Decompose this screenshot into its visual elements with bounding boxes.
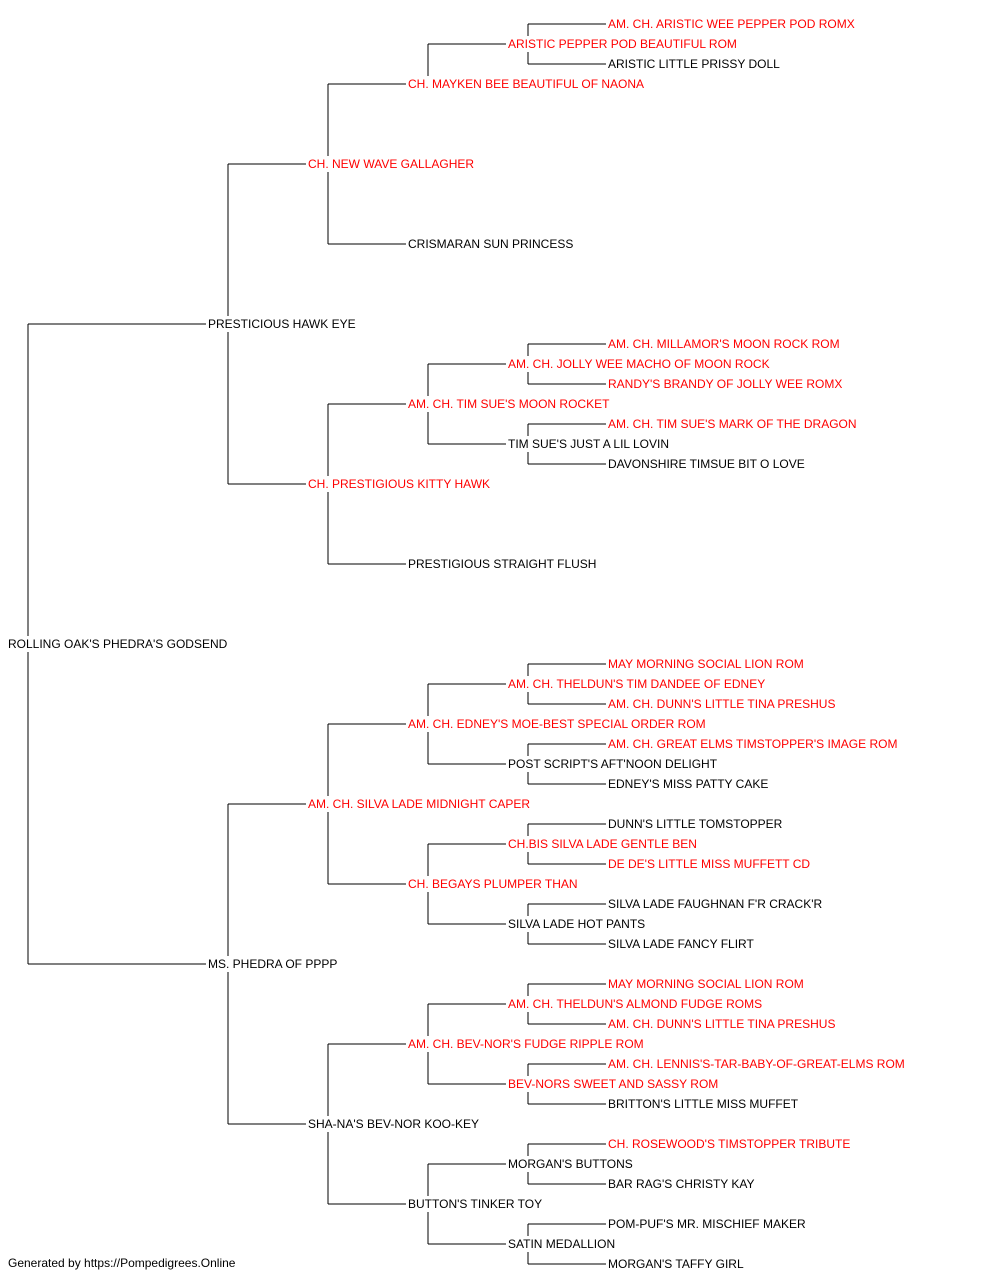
dog-name-sire-dam-sire-sire: AM. CH. JOLLY WEE MACHO OF MOON ROCK [508,357,770,371]
dog-name-sire-dam-sire-sire-sire: AM. CH. MILLAMOR'S MOON ROCK ROM [608,337,840,351]
dog-name-sire-dam-sire: AM. CH. TIM SUE'S MOON ROCKET [408,397,610,411]
dog-name-sire-sire-sire-sire: ARISTIC PEPPER POD BEAUTIFUL ROM [508,37,737,51]
dog-name-dam-sire-sire-dam: POST SCRIPT'S AFT'NOON DELIGHT [508,757,718,771]
dog-name-dam-dam-dam-sire-sire: CH. ROSEWOOD'S TIMSTOPPER TRIBUTE [608,1137,850,1151]
dog-name-dam-dam-dam-dam: SATIN MEDALLION [508,1237,615,1251]
dog-name-dam-dam: SHA-NA'S BEV-NOR KOO-KEY [308,1117,479,1131]
dog-name-dam-sire-sire-sire-sire: MAY MORNING SOCIAL LION ROM [608,657,804,671]
dog-name-sire-sire-sire-sire-dam: ARISTIC LITTLE PRISSY DOLL [608,57,780,71]
dog-name-dam-sire-dam-dam-sire: SILVA LADE FAUGHNAN F'R CRACK'R [608,897,823,911]
dog-name-sire-dam-sire-dam-dam: DAVONSHIRE TIMSUE BIT O LOVE [608,457,805,471]
dog-name-dam-sire-sire-sire: AM. CH. THELDUN'S TIM DANDEE OF EDNEY [508,677,765,691]
dog-name-dam-dam-sire-sire-sire: MAY MORNING SOCIAL LION ROM [608,977,804,991]
dog-name-sire-dam-sire-dam-sire: AM. CH. TIM SUE'S MARK OF THE DRAGON [608,417,857,431]
dog-name-dam-dam-sire: AM. CH. BEV-NOR'S FUDGE RIPPLE ROM [408,1037,644,1051]
dog-name-dam-sire-dam-dam-dam: SILVA LADE FANCY FLIRT [608,937,755,951]
dog-name-dam-sire-dam-sire-dam: DE DE'S LITTLE MISS MUFFETT CD [608,857,810,871]
dog-name-dam-dam-dam-dam-dam: MORGAN'S TAFFY GIRL [608,1257,744,1271]
dog-name-dam-sire-sire: AM. CH. EDNEY'S MOE-BEST SPECIAL ORDER R… [408,717,706,731]
dog-name-dam-sire-dam-dam: SILVA LADE HOT PANTS [508,917,645,931]
dog-name-dam-sire-dam: CH. BEGAYS PLUMPER THAN [408,877,578,891]
dog-name-dam-dam-sire-dam-dam: BRITTON'S LITTLE MISS MUFFET [608,1097,799,1111]
dog-name-: ROLLING OAK'S PHEDRA'S GODSEND [8,637,228,651]
dog-name-sire-dam-sire-sire-dam: RANDY'S BRANDY OF JOLLY WEE ROMX [608,377,842,391]
dog-name-dam-dam-dam-dam-sire: POM-PUF'S MR. MISCHIEF MAKER [608,1217,806,1231]
dog-name-dam-dam-dam-sire-dam: BAR RAG'S CHRISTY KAY [608,1177,755,1191]
generated-by-footer: Generated by https://Pompedigrees.Online [8,1256,236,1270]
dog-name-sire-dam-dam: PRESTIGIOUS STRAIGHT FLUSH [408,557,596,571]
dog-name-dam-sire-dam-sire: CH.BIS SILVA LADE GENTLE BEN [508,837,697,851]
dog-name-sire-sire: CH. NEW WAVE GALLAGHER [308,157,474,171]
dog-name-sire: PRESTICIOUS HAWK EYE [208,317,356,331]
dog-name-sire-dam-sire-dam: TIM SUE'S JUST A LIL LOVIN [508,437,669,451]
dog-name-dam-dam-dam: BUTTON'S TINKER TOY [408,1197,542,1211]
dog-name-dam-sire-sire-dam-sire: AM. CH. GREAT ELMS TIMSTOPPER'S IMAGE RO… [608,737,897,751]
dog-name-sire-sire-dam: CRISMARAN SUN PRINCESS [408,237,573,251]
dog-name-dam-dam-sire-sire-dam: AM. CH. DUNN'S LITTLE TINA PRESHUS [608,1017,835,1031]
dog-name-dam-dam-sire-sire: AM. CH. THELDUN'S ALMOND FUDGE ROMS [508,997,762,1011]
dog-name-dam: MS. PHEDRA OF PPPP [208,957,337,971]
dog-name-sire-sire-sire-sire-sire: AM. CH. ARISTIC WEE PEPPER POD ROMX [608,17,855,31]
dog-name-dam-sire-dam-sire-sire: DUNN'S LITTLE TOMSTOPPER [608,817,783,831]
dog-name-sire-dam: CH. PRESTIGIOUS KITTY HAWK [308,477,490,491]
dog-name-sire-sire-sire: CH. MAYKEN BEE BEAUTIFUL OF NAONA [408,77,644,91]
dog-name-dam-sire-sire-sire-dam: AM. CH. DUNN'S LITTLE TINA PRESHUS [608,697,835,711]
dog-name-dam-sire: AM. CH. SILVA LADE MIDNIGHT CAPER [308,797,530,811]
dog-name-dam-dam-sire-dam: BEV-NORS SWEET AND SASSY ROM [508,1077,718,1091]
dog-name-dam-dam-sire-dam-sire: AM. CH. LENNIS'S-TAR-BABY-OF-GREAT-ELMS … [608,1057,905,1071]
dog-name-dam-sire-sire-dam-dam: EDNEY'S MISS PATTY CAKE [608,777,768,791]
dog-name-dam-dam-dam-sire: MORGAN'S BUTTONS [508,1157,633,1171]
